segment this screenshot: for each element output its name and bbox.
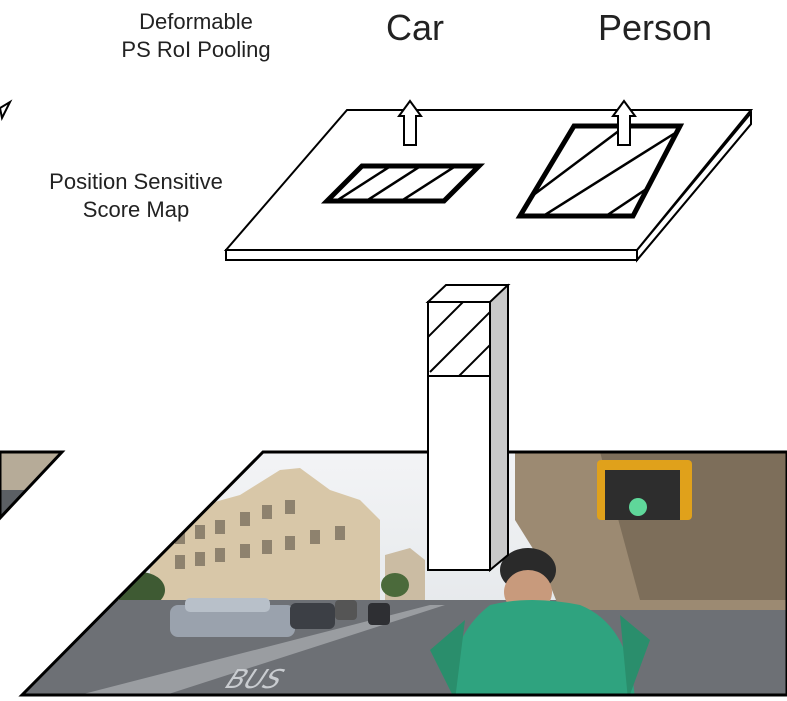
feature-pillar [425, 283, 511, 573]
car-silver [170, 605, 295, 637]
arrow-up-person-icon [611, 99, 637, 146]
arrow-up-car-icon [397, 99, 423, 146]
input-image: BUS [18, 450, 787, 697]
score-map-label: Position Sensitive Score Map [2, 168, 270, 224]
pedestrian-signal-light [629, 498, 647, 516]
score-map-label-line2: Score Map [82, 197, 190, 222]
person-green-shirt [453, 600, 635, 695]
score-map-slab [223, 109, 754, 263]
building-facade [150, 468, 380, 600]
score-map-label-line1: Position Sensitive [49, 169, 223, 194]
roi-box-car [320, 163, 486, 204]
class-label-car: Car [385, 7, 444, 48]
deformable-label: Deformable PS RoI Pooling [86, 8, 306, 64]
class-label-person: Person [597, 7, 713, 48]
deformable-label-line1: Deformable [139, 9, 253, 34]
left-partial-map [0, 99, 66, 521]
deformable-label-line2: PS RoI Pooling [121, 37, 271, 62]
